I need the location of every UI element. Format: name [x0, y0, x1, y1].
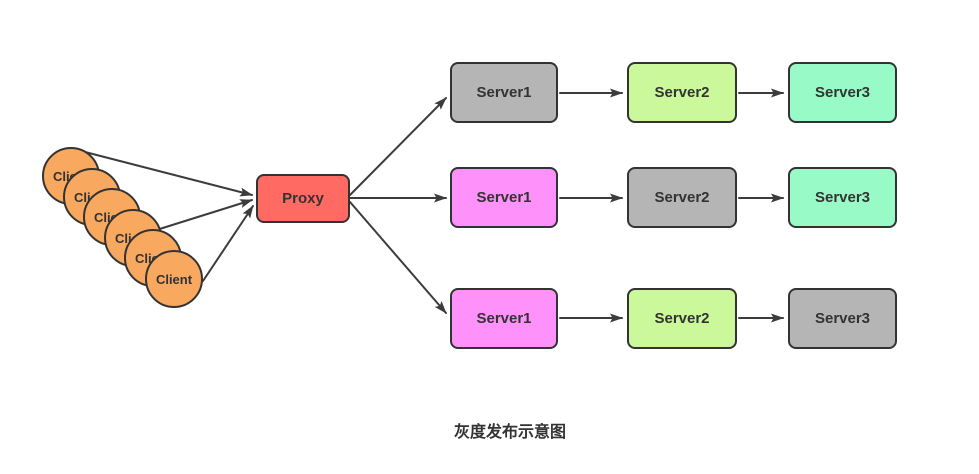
- arrow-proxy-to-row3-server1: [349, 201, 447, 314]
- server-node-row1-server3: Server3: [788, 62, 897, 123]
- server-label: Server3: [814, 189, 871, 206]
- server-label: Server3: [814, 310, 871, 327]
- client-node-6: Client: [145, 250, 203, 308]
- proxy-label: Proxy: [282, 190, 324, 207]
- server-label: Server3: [814, 84, 871, 101]
- server-label: Server1: [476, 189, 532, 206]
- server-node-row1-server2: Server2: [627, 62, 737, 123]
- server-node-row2-server3: Server3: [788, 167, 897, 228]
- arrow-proxy-to-row1-server1: [349, 97, 447, 196]
- client-label: Client: [155, 271, 193, 287]
- arrow-client-bottom-to-proxy: [202, 205, 254, 282]
- server-label: Server2: [654, 84, 710, 101]
- server-node-row3-server1: Server1: [450, 288, 558, 349]
- diagram-title: 灰度发布示意图: [453, 424, 566, 441]
- server-node-row2-server1: Server1: [450, 167, 558, 228]
- server-node-row3-server3: Server3: [788, 288, 897, 349]
- proxy-node: Proxy: [256, 174, 350, 223]
- server-node-row2-server2: Server2: [627, 167, 737, 228]
- server-node-row1-server1: Server1: [450, 62, 558, 123]
- server-label: Server2: [654, 310, 710, 327]
- server-label: Server1: [476, 310, 532, 327]
- server-label: Server1: [476, 84, 532, 101]
- server-label: Server2: [654, 189, 710, 206]
- server-node-row3-server2: Server2: [627, 288, 737, 349]
- arrow-client-top-to-proxy: [84, 151, 253, 197]
